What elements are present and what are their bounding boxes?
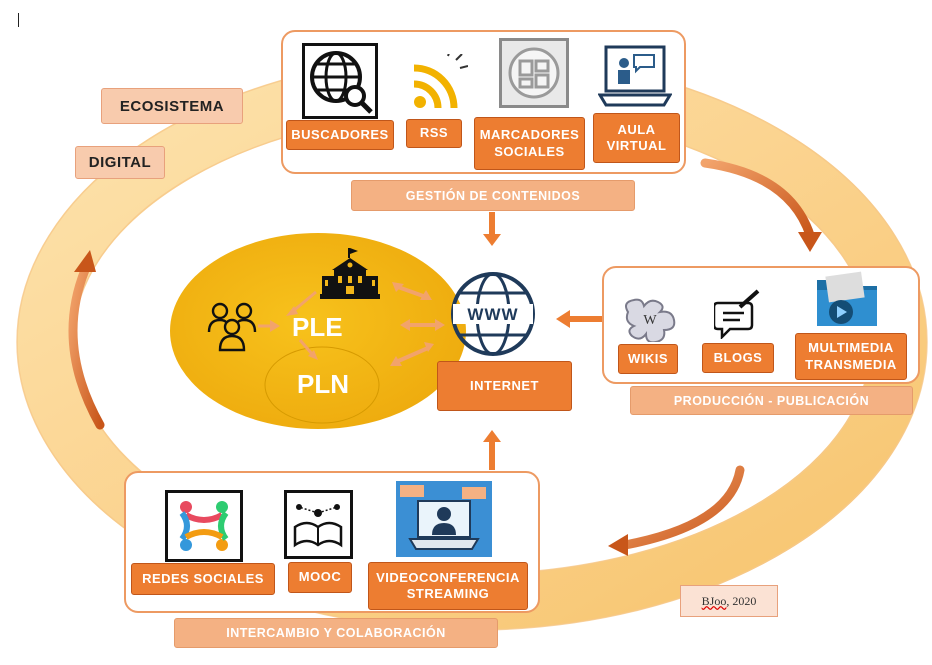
school-building-icon <box>320 248 380 299</box>
mooc-label[interactable]: MOOC <box>288 562 352 593</box>
ring-arrow-top-right <box>700 158 822 252</box>
globe-search-icon <box>310 51 373 114</box>
wiki-puzzle-icon: W <box>625 298 676 342</box>
arrow-gestion-to-internet <box>483 212 501 246</box>
redes-icon-frame <box>165 490 243 562</box>
author-credit: BJoo, 2020 <box>680 585 778 617</box>
mooc-icon-frame <box>284 490 353 559</box>
www-text: WWW <box>467 305 519 324</box>
ring-arrow-bottom-right <box>608 465 745 556</box>
open-book-network-icon <box>293 504 343 548</box>
bookmarks-icon <box>508 47 560 99</box>
credit-year: , 2020 <box>726 593 757 608</box>
laptop-classroom-icon <box>598 45 672 107</box>
svg-text:W: W <box>643 313 657 328</box>
marcadores-icon-frame <box>499 38 569 108</box>
videoconferencia-label[interactable]: VIDEOCONFERENCIA STREAMING <box>368 562 528 610</box>
blogs-label[interactable]: BLOGS <box>702 343 774 373</box>
label-ecosistema: ECOSISTEMA <box>101 88 243 124</box>
internet-label[interactable]: INTERNET <box>437 361 572 411</box>
label-digital: DIGITAL <box>75 146 165 179</box>
pln-ellipse <box>264 346 380 424</box>
text-cursor <box>18 13 19 27</box>
videoconference-icon <box>396 481 492 557</box>
ple-inner-arrows <box>258 290 318 360</box>
rss-icon <box>408 54 468 114</box>
rss-label[interactable]: RSS <box>406 119 462 148</box>
marcadores-label[interactable]: MARCADORES SOCIALES <box>474 117 585 170</box>
gestion-title: GESTIÓN DE CONTENIDOS <box>351 180 635 211</box>
people-group-icon <box>207 302 257 352</box>
buscadores-label[interactable]: BUSCADORES <box>286 120 394 150</box>
credit-author: BJoo <box>701 593 727 608</box>
intercambio-title: INTERCAMBIO Y COLABORACIÓN <box>174 618 498 648</box>
pln-label: PLN <box>297 369 349 399</box>
multimedia-folder-icon <box>817 271 877 326</box>
redes-sociales-label[interactable]: REDES SOCIALES <box>131 563 275 595</box>
blog-speech-pen-icon <box>714 289 760 339</box>
arrow-produccion-to-internet <box>556 310 602 328</box>
ple-internet-arrows <box>390 282 445 366</box>
www-globe-icon: WWW <box>450 271 536 357</box>
produccion-title: PRODUCCIÓN - PUBLICACIÓN <box>630 386 913 415</box>
wikis-label[interactable]: WIKIS <box>618 344 678 374</box>
arrow-intercambio-to-internet <box>483 430 501 470</box>
ple-label: PLE <box>292 312 343 342</box>
social-network-icon <box>179 501 229 551</box>
multimedia-label[interactable]: MULTIMEDIA TRANSMEDIA <box>795 333 907 380</box>
aula-virtual-label[interactable]: AULA VIRTUAL <box>593 113 680 163</box>
ring-arrow-left <box>68 250 105 430</box>
buscadores-icon-frame <box>302 43 378 119</box>
